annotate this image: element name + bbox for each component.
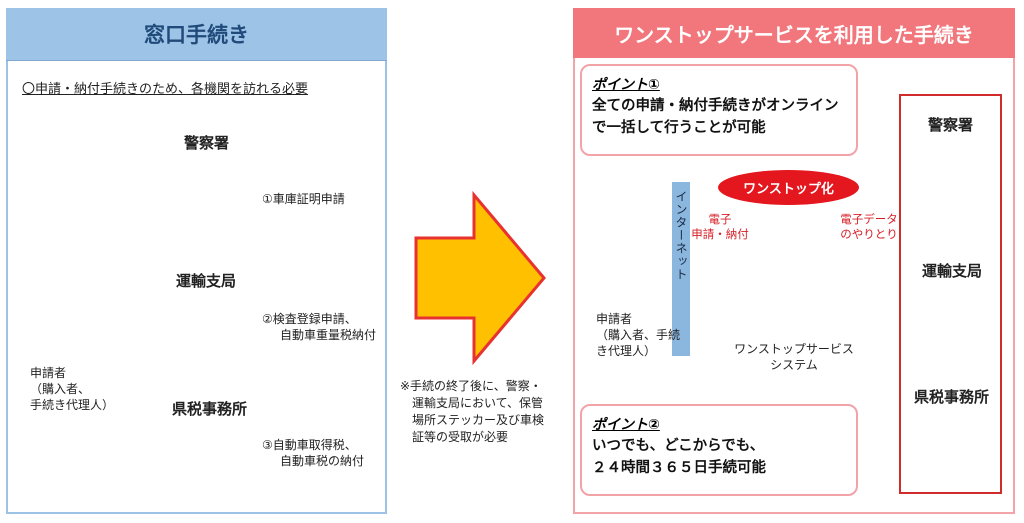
e-application-label-line1: 電子 [708,212,732,226]
point2-box: ポイント② いつでも、どこからでも、 ２４時間３６５日手続可能 [580,404,858,496]
right-panel-title: ワンストップサービスを利用した手続き [573,8,1015,58]
point1-box: ポイント① 全ての申請・納付手続きがオンライン で一括して行うことが可能 [580,64,858,156]
applicant-label-line3: 手続き代理人） [30,398,115,412]
left-panel-title: 窓口手続き [6,8,387,61]
point2-line2: ２４時間３６５日手続可能 [592,460,766,476]
e-application-label-line2: 申請・納付 [691,227,749,241]
office-label-police: 警察署 [184,134,230,152]
e-data-label-line1: 電子データ [840,212,898,226]
internet-bar [672,182,690,356]
applicant-label-line2: （購入者、 [30,382,91,396]
office-label-tax: 県税事務所 [172,400,248,418]
right-applicant-line1: 申請者 [596,312,633,326]
point2-line1: いつでも、どこからでも、 [592,438,765,454]
left-panel-subtitle: 〇申請・納付手続きのため、各機関を訪れる必要 [22,82,309,97]
point1-title: ポイント① [592,77,660,93]
point1-line2: で一括して行うことが可能 [592,120,766,136]
onestop-badge: ワンストップ化 [718,170,859,205]
applicant-label-line1: 申請者 [30,366,67,380]
big-forward-arrow [414,190,546,366]
center-note-line3: 場所ステッカー及び車検 [412,413,545,427]
procedure-registration-line2: 自動車重量税納付 [280,328,377,342]
procedure-registration-line1: ②検査登録申請、 [262,312,357,326]
system-label-line2: システム [770,358,818,372]
point2-title: ポイント② [592,417,660,433]
procedure-garage-certificate: ①車庫証明申請 [262,192,345,206]
offices-frame [899,94,1002,494]
center-note-line1: ※手続の終了後に、警察・ [400,379,542,393]
procedure-tax-line1: ③自動車取得税、 [262,438,357,452]
e-data-label-line2: のやりとり [840,227,898,241]
system-label-line1: ワンストップサービス [734,342,854,356]
internet-label: インターネット [674,190,688,281]
right-applicant-line2: （購入者、手続 [596,328,681,342]
right-office-tax: 県税事務所 [914,388,990,406]
office-label-transport: 運輸支局 [176,272,237,290]
center-note-line2: 運輸支局において、保管 [412,396,544,410]
point1-line1: 全ての申請・納付手続きがオンライン [592,98,839,114]
right-office-transport: 運輸支局 [922,262,983,280]
procedure-tax-line2: 自動車税の納付 [280,454,365,468]
center-note-line4: 証等の受取が必要 [412,430,509,444]
right-office-police: 警察署 [928,116,974,134]
right-applicant-line3: き代理人） [596,344,657,358]
left-panel-frame [6,8,387,514]
